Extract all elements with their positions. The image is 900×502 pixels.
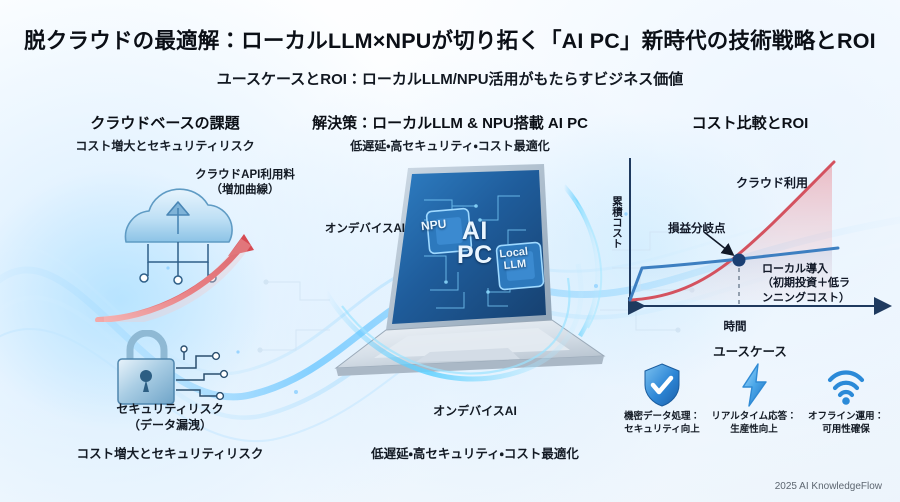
center-heading-text: 解決策：ローカルLLM & NPU搭載 AI PC (312, 115, 588, 132)
left-heading-text: クラウドベースの課題 (90, 115, 240, 132)
cost-comparison-chart (628, 158, 892, 315)
page-subtitle: ユースケースとROI：ローカルLLM/NPU活用がもたらすビジネス価値 (216, 71, 684, 88)
cloud-api-cost-label: クラウドAPI利用料 （増加曲線） (195, 169, 295, 197)
chart-breakeven-arrow (703, 231, 735, 256)
lock-illustration (117, 330, 229, 405)
chart-y-axis-label: 累積コスト (611, 196, 623, 249)
left-column-heading: クラウドベースの課題 コスト増大とセキュリティリスク (30, 112, 300, 154)
cloud-upload-illustration (95, 188, 254, 322)
usecase-label-realtime: リアルタイム応答： 生産性向上 (711, 411, 797, 435)
ondevice-ai-label-bottom: オンデバイスAI (433, 404, 517, 418)
left-footer-label: コスト増大とセキュリティリスク (76, 447, 264, 461)
chart-x-axis-label: 時間 (723, 321, 747, 333)
screen-chip-npu: NPU (420, 216, 448, 234)
wifi-icon (827, 370, 865, 405)
chart-breakeven-marker (732, 253, 746, 267)
right-heading-text: コスト比較とROI (691, 115, 809, 132)
usecase-label-offline: オフライン運用： 可用性確保 (807, 411, 884, 435)
lightning-bolt-icon (742, 363, 767, 407)
chart-local-series-label: ローカル導入 （初期投資＋低ラ ンニングコスト） (762, 263, 850, 304)
usecase-heading: ユースケース (713, 345, 787, 359)
chart-series-local (628, 246, 840, 302)
screen-chip-local-llm: Local LLM (498, 245, 529, 272)
laptop-illustration (323, 164, 606, 382)
chart-cloud-series-label: クラウド利用 (736, 176, 809, 190)
rising-cost-arrow (95, 243, 245, 322)
left-subheading-text: コスト増大とセキュリティリスク (75, 139, 255, 153)
usecase-item-offline: オフライン運用： 可用性確保 (800, 362, 892, 437)
chart-breakeven-label: 損益分岐点 (668, 223, 726, 235)
right-column-heading: コスト比較とROI (610, 112, 890, 133)
usecase-label-security: 機密データ処理： セキュリティ向上 (623, 411, 700, 435)
shield-check-icon (644, 363, 680, 407)
footer-credit: 2025 AI KnowledgeFlow (774, 481, 882, 492)
center-subheading-text: 低遅延・高セキュリティ・コスト最適化 (350, 139, 550, 153)
usecase-item-realtime: リアルタイム応答： 生産性向上 (708, 362, 800, 437)
center-footer-label: 低遅延・高セキュリティ・コスト最適化 (371, 447, 579, 461)
center-column-heading: 解決策：ローカルLLM & NPU搭載 AI PC 低遅延・高セキュリティ・コス… (300, 112, 600, 154)
usecase-item-security: 機密データ処理： セキュリティ向上 (616, 362, 708, 437)
ondevice-ai-label-left: オンデバイスAI (324, 223, 405, 235)
security-risk-label: セキュリティリスク （データ漏洩） (116, 402, 224, 432)
screen-chip-aipc: AI PC (457, 217, 493, 269)
page-title: 脱クラウドの最適解：ローカルLLM×NPUが切り拓く「AI PC」新時代の技術戦… (24, 29, 876, 53)
